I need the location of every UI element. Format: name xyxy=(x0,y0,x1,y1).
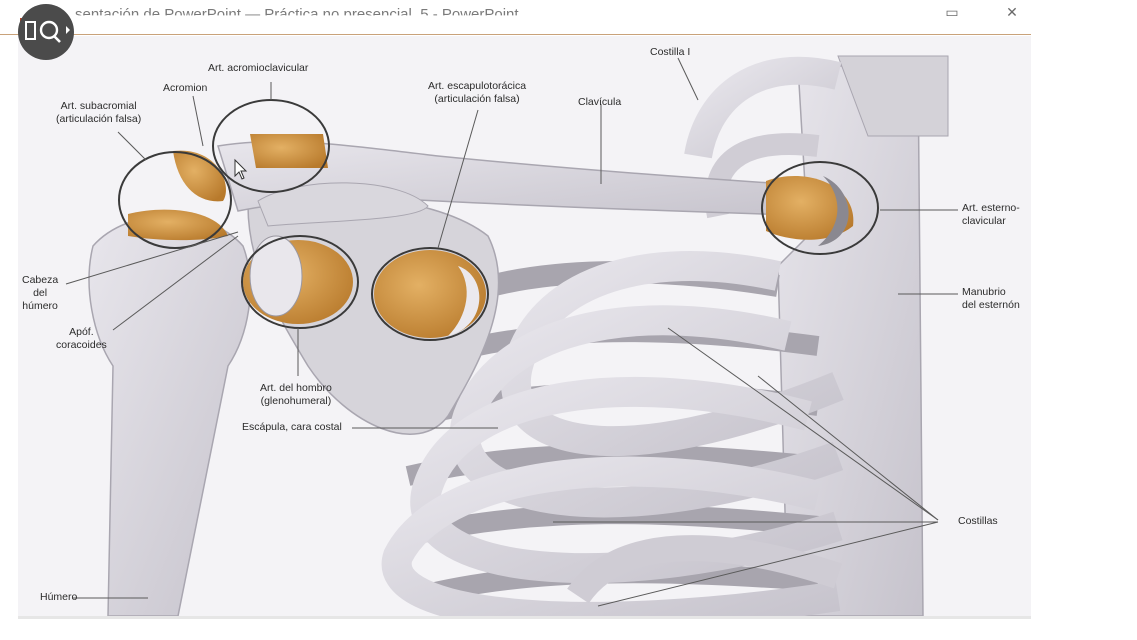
window-titlebar: …sentación de PowerPoint — Práctica no p… xyxy=(0,0,1031,35)
label-costilla-i: Costilla I xyxy=(650,46,691,58)
mouse-pointer-icon xyxy=(234,158,248,180)
window-title: …sentación de PowerPoint — Práctica no p… xyxy=(60,6,519,23)
slide-canvas[interactable]: Art. acromioclavicular Acromion Art. sub… xyxy=(18,36,1031,616)
label-manubrio-esternon: Manubrio del esternón xyxy=(962,286,1020,311)
minimize-button[interactable]: ▭ xyxy=(945,4,959,20)
label-escapula-cara-costal: Escápula, cara costal xyxy=(242,421,342,433)
label-acromion: Acromion xyxy=(163,82,208,94)
label-apof-coracoides: Apóf. coracoides xyxy=(56,326,107,351)
slide-bottom-edge xyxy=(18,616,1031,619)
shoulder-anatomy-illustration xyxy=(65,55,958,616)
label-art-escapulotoracica: Art. escapulotorácica (articulación fals… xyxy=(428,80,527,105)
label-art-subacromial: Art. subacromial (articulación falsa) xyxy=(56,100,142,125)
magnifier-button[interactable] xyxy=(18,4,74,60)
label-clavicula: Clavícula xyxy=(578,96,622,108)
label-cabeza-humero: Cabeza del húmero xyxy=(22,274,59,312)
label-art-acromioclavicular: Art. acromioclavicular xyxy=(208,62,309,74)
label-costillas: Costillas xyxy=(958,515,998,527)
close-button[interactable]: ✕ xyxy=(1006,4,1018,20)
magnifier-icon xyxy=(25,20,70,43)
label-humero: Húmero xyxy=(40,591,78,603)
label-art-esternoclavicular: Art. esterno- clavicular xyxy=(962,202,1020,227)
label-art-hombro: Art. del hombro (glenohumeral) xyxy=(260,382,332,407)
